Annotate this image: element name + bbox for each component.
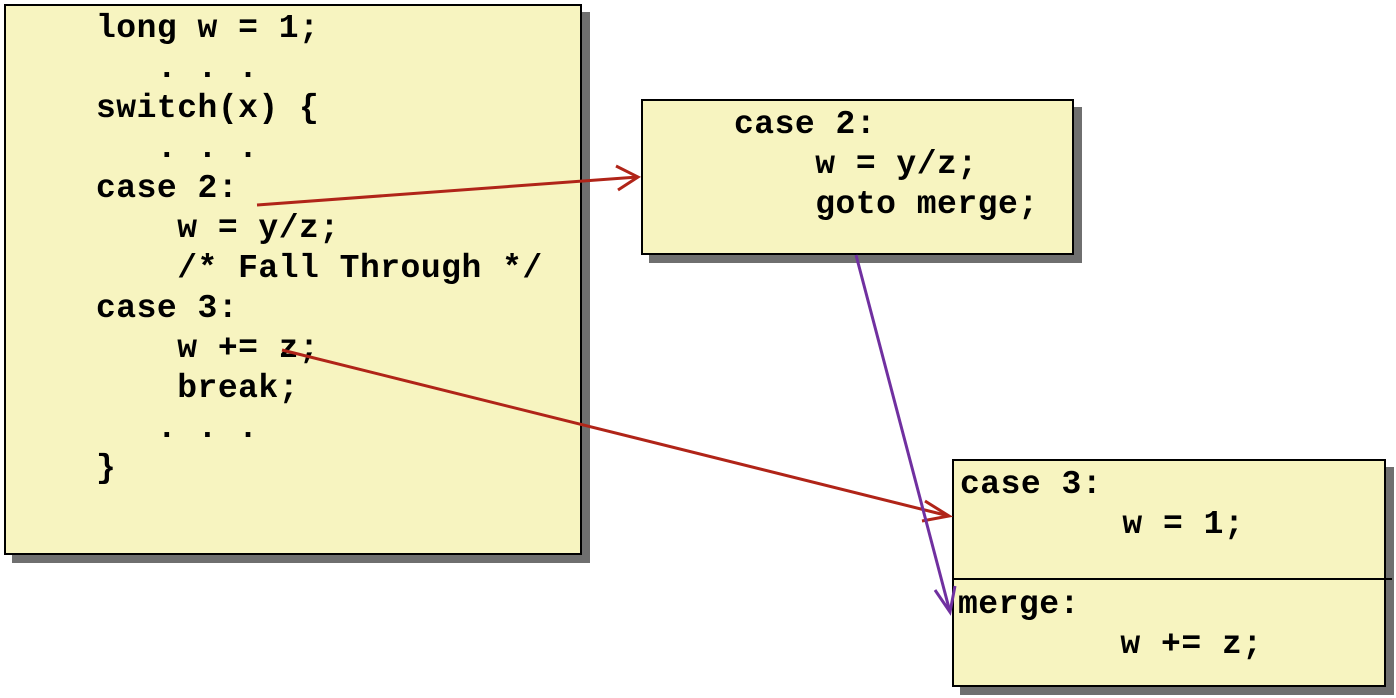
code-line: goto merge; (734, 186, 1039, 223)
block-divider (952, 578, 1392, 580)
code-line: w = y/z; (96, 210, 340, 247)
code-line: . . . (96, 50, 259, 87)
code-line: . . . (96, 130, 259, 167)
code-line: case 2: (96, 170, 239, 207)
case2-block-box (641, 99, 1074, 255)
code-line: case 2: (734, 106, 877, 143)
code-line: switch(x) { (96, 90, 320, 127)
code-line: w = y/z; (734, 146, 978, 183)
code-line: . . . (96, 410, 259, 447)
code-line: w += z; (96, 330, 320, 367)
code-line: break; (96, 370, 300, 407)
code-line: w = 1; (960, 506, 1245, 543)
code-line: case 3: (96, 290, 239, 327)
code-line: /* Fall Through */ (96, 250, 543, 287)
code-line: long w = 1; (96, 10, 320, 47)
code-line: } (96, 450, 117, 487)
code-line: w += z; (958, 626, 1263, 663)
arrow-goto-merge (854, 254, 957, 616)
case3-merge-block-box (952, 459, 1386, 687)
code-line: case 3: (960, 466, 1103, 503)
code-line: merge: (958, 586, 1080, 623)
